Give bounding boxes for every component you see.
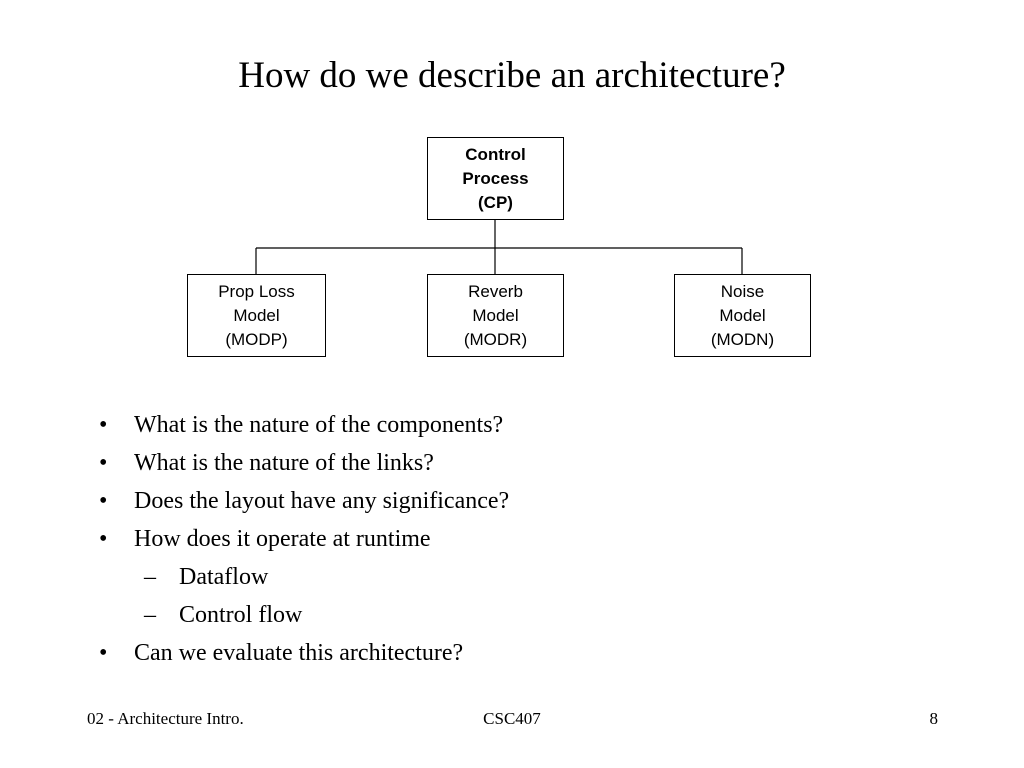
hierarchy-diagram: Control Process (CP) Prop Loss Model (MO… [187,137,811,357]
bullet-item: • Can we evaluate this architecture? [96,634,509,672]
bullet-item: • Does the layout have any significance? [96,482,509,520]
sub-bullet-text: Control flow [179,602,303,628]
sub-bullet-item: – Control flow [96,596,509,634]
node-label-line: Model [233,305,280,325]
bullet-text: Can we evaluate this architecture? [134,640,464,666]
node-label-line: Model [719,305,766,325]
node-label-line: (CP) [478,192,513,212]
footer-course-title: 02 - Architecture Intro. [87,709,244,728]
bullet-text: What is the nature of the components? [134,412,504,438]
sub-bullet-marker: – [144,564,156,590]
bullet-text: How does it operate at runtime [134,526,431,552]
bullet-marker: • [99,640,108,666]
bullet-marker: • [99,450,108,476]
footer-course-code: CSC407 [483,709,541,728]
sub-bullet-marker: – [144,602,156,628]
bullet-marker: • [99,412,108,438]
node-label-line: (MODN) [710,329,775,349]
bullet-list: • What is the nature of the components? … [96,406,509,672]
node-label-line: Control [465,144,526,164]
bullet-marker: • [99,488,108,514]
node-prop-loss-model: Prop Loss Model (MODP) [187,274,326,357]
diagram-connectors [255,220,743,274]
node-label-line: Process [462,168,529,188]
bullet-item: • What is the nature of the links? [96,444,509,482]
node-label-line: Model [472,305,519,325]
sub-bullet-item: – Dataflow [96,558,509,596]
bullet-text: Does the layout have any significance? [134,488,510,514]
slide-title: How do we describe an architecture? [238,55,786,96]
bullet-text: What is the nature of the links? [134,450,434,476]
node-reverb-model: Reverb Model (MODR) [427,274,564,357]
node-label-line: Noise [720,281,765,301]
node-label-line: Reverb [468,281,523,301]
node-noise-model: Noise Model (MODN) [674,274,811,357]
bullet-item: • What is the nature of the components? [96,406,509,444]
bullet-item: • How does it operate at runtime [96,520,509,558]
node-control-process: Control Process (CP) [427,137,564,220]
footer-page-number: 8 [929,709,939,728]
node-label-line: Prop Loss [218,281,295,301]
bullet-marker: • [99,526,108,552]
sub-bullet-text: Dataflow [179,564,269,590]
node-label-line: (MODR) [463,329,528,349]
node-label-line: (MODP) [225,329,288,349]
